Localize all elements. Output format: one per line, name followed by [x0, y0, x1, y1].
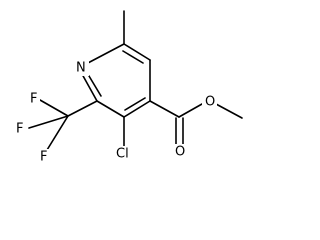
ring-bond-c6-n [85, 43, 125, 65]
ester-oxygen-label: O [205, 95, 215, 110]
fluorine-label-2: F [16, 122, 23, 137]
ring-bond-c3-c4 [123, 100, 151, 118]
trifluoromethyl-group [28, 99, 98, 151]
ring-double-bond-c3-c4 [124, 97, 146, 111]
fluorine-label-3: F [40, 150, 47, 165]
ester-methyl-bond [215, 103, 243, 119]
c-f-bond-2 [28, 115, 69, 129]
c-f-bond-3 [46, 115, 69, 151]
chemical-structure-diagram: N Cl F F F O O [12, 10, 243, 165]
pyridine-ring [81, 43, 151, 118]
ring-nitrogen-label: N [76, 61, 86, 76]
ester-carbon-bond [149, 100, 180, 118]
chlorine-label: Cl [116, 147, 129, 162]
fluorine-label-1: F [30, 92, 37, 107]
c-f-bond-1 [39, 99, 69, 117]
carbonyl-oxygen-label: O [175, 145, 185, 160]
ring-bond-c5-c6 [123, 43, 151, 61]
atom-labels: N Cl F F F O O [12, 60, 217, 165]
ring-double-bond-n-c2 [88, 75, 102, 97]
ring-bond-n-c2 [81, 73, 98, 102]
cf3-bond [67, 100, 98, 117]
ring-bond-c2-c3 [96, 100, 125, 118]
ring-double-bond-c5-c6 [122, 50, 144, 64]
methyl-ester-group [149, 100, 243, 145]
ester-oxygen-bond [178, 103, 203, 118]
